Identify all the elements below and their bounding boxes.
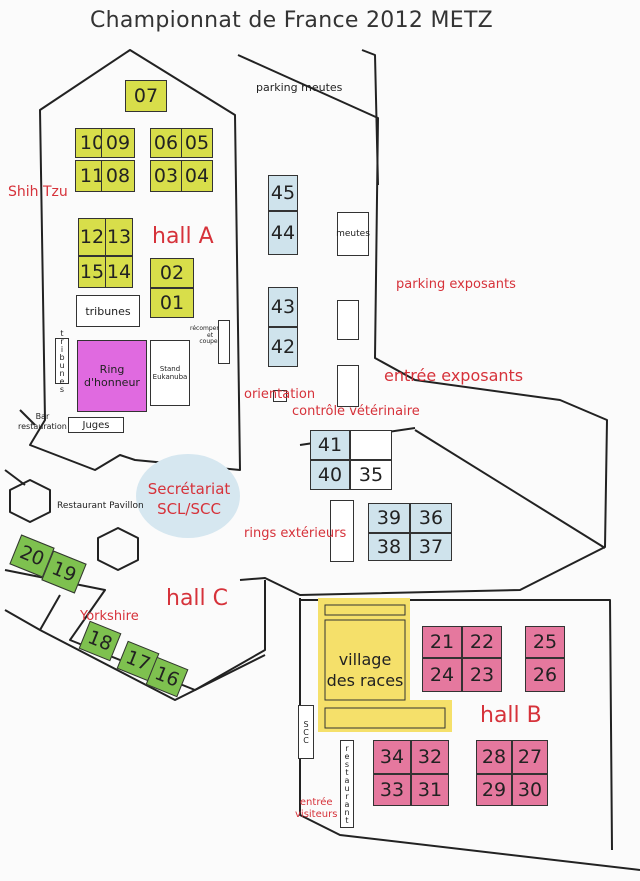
ring-box: 11 <box>75 160 109 192</box>
bar-line2: restauration <box>18 421 67 431</box>
restaurant-pavilion-hex <box>97 527 139 571</box>
ring-box: 12 <box>78 218 106 256</box>
ring-box: 24 <box>422 658 462 692</box>
ring-box: 27 <box>512 740 548 774</box>
parking-exposants-label: parking exposants <box>396 277 516 292</box>
controle-veterinaire-label: contrôle vétérinaire <box>292 404 420 419</box>
entree-visiteurs-label: entrée visiteurs <box>295 797 337 821</box>
ring-box: 28 <box>476 740 512 774</box>
parking-spot-box <box>337 365 359 407</box>
tribunes-box: tribunes <box>76 295 140 327</box>
ring-box: 41 <box>310 430 350 460</box>
hall-b-label: hall B <box>480 703 542 728</box>
ring-box: 08 <box>101 160 135 192</box>
recompenses-line1: récompenses <box>190 325 231 332</box>
ring-box: 14 <box>105 256 133 288</box>
hall-c-label: hall C <box>166 586 229 611</box>
ring-box: 23 <box>462 658 502 692</box>
ring-box: 30 <box>512 774 548 806</box>
ring-honneur-box: Ring d'honneur <box>77 340 147 412</box>
tribunes-side-box: tribunes <box>55 329 69 393</box>
breed-yorkshire: Yorkshire <box>80 609 139 624</box>
page-title: Championnat de France 2012 METZ <box>90 8 494 33</box>
juges-box: Juges <box>68 417 124 433</box>
ring-box: 42 <box>268 327 298 367</box>
ring-box: 04 <box>181 160 213 192</box>
stand-eukanuba-box: Stand Eukanuba <box>150 340 190 406</box>
ring-honneur-line2: d'honneur <box>84 376 140 389</box>
village-line2: des races <box>326 670 404 690</box>
ring-box: 37 <box>410 533 452 561</box>
ring-honneur-line1: Ring <box>99 363 125 376</box>
breed-shih-tzu: Shih Tzu <box>8 184 68 200</box>
stand-line1: Stand <box>159 365 181 373</box>
ring-box: 25 <box>525 626 565 658</box>
road-edge <box>414 429 606 549</box>
rings-exterieurs-label: rings extérieurs <box>244 526 347 541</box>
ring-box: 36 <box>410 503 452 533</box>
ring-box: 40 <box>310 460 350 490</box>
entree-exposants-label: entrée exposants <box>384 366 524 385</box>
ring-box: 34 <box>373 740 411 774</box>
ring-box: 02 <box>150 258 194 288</box>
ring-box: 32 <box>411 740 449 774</box>
entree-visiteurs-line1: entrée <box>299 797 333 808</box>
ring-box: 45 <box>268 175 298 211</box>
ring-box: 03 <box>150 160 182 192</box>
entree-visiteurs-line2: visiteurs <box>295 809 338 820</box>
ring-box: 15 <box>78 256 106 288</box>
village-label: village des races <box>326 650 404 692</box>
central-building-outline <box>237 54 608 596</box>
recompenses-line2: et <box>207 331 214 339</box>
restaurant-pavillon-label: Restaurant Pavillon <box>57 501 144 511</box>
bar-line1: Bar <box>35 412 50 421</box>
restaurant-vertical-box: restaurant <box>340 740 354 828</box>
ring-box: 38 <box>368 533 410 561</box>
parking-meutes-label: parking meutes <box>256 81 343 94</box>
ring-box: 21 <box>422 626 462 658</box>
recompenses-box <box>218 320 230 364</box>
stand-line2: Eukanuba <box>152 373 188 381</box>
ring-box-empty <box>350 430 392 460</box>
ring-box: 22 <box>462 626 502 658</box>
recompenses-label: récompenses et coupes <box>190 325 231 346</box>
ring-box: 01 <box>150 288 194 318</box>
ring-box: 05 <box>181 128 213 158</box>
recompenses-line3: coupes <box>199 338 221 346</box>
scc-box: SCC <box>298 705 314 759</box>
ring-box: 44 <box>268 211 298 255</box>
ring-box: 35 <box>350 460 392 490</box>
ring-box: 07 <box>125 80 167 112</box>
secretariat-line2: SCL/SCC <box>157 499 221 518</box>
exterior-stand-box <box>330 500 354 562</box>
secretariat-ellipse <box>136 454 240 538</box>
ring-box: 13 <box>105 218 133 256</box>
secretariat-label: Secrétariat SCL/SCC <box>143 480 235 519</box>
ring-box: 09 <box>101 128 135 158</box>
ring-box: 39 <box>368 503 410 533</box>
bar-restauration-label: Bar restauration <box>18 412 67 431</box>
hall-a-outline <box>29 49 241 471</box>
restaurant-pavilion-hex <box>9 479 51 523</box>
orientation-label: orientation <box>244 387 316 402</box>
ring-box: 29 <box>476 774 512 806</box>
ring-box: 26 <box>525 658 565 692</box>
ring-box: 33 <box>373 774 411 806</box>
ring-box: 06 <box>150 128 182 158</box>
ring-box: 31 <box>411 774 449 806</box>
secretariat-line1: Secrétariat <box>147 480 231 498</box>
orientation-box <box>273 390 287 402</box>
ring-box: 43 <box>268 287 298 327</box>
meutes-box: meutes <box>336 212 370 256</box>
parking-spot-box <box>337 300 359 340</box>
hall-a-label: hall A <box>152 224 214 249</box>
village-line1: village <box>338 650 392 669</box>
